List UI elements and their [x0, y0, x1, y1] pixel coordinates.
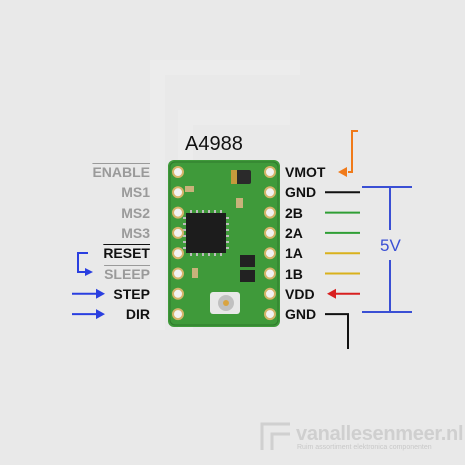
- right-pin-label-vmot: VMOT: [285, 164, 326, 180]
- left-pin-label-reset: RESET: [103, 245, 150, 262]
- chip-leg: [183, 223, 186, 225]
- chip-leg: [190, 253, 192, 256]
- small-cap-left: [192, 268, 198, 278]
- right-pin-label-gnd: GND: [285, 184, 317, 201]
- left-pin-hole: [172, 308, 184, 321]
- chip-leg: [226, 223, 229, 225]
- watermark-brand: vanallesenmeer.nl: [296, 423, 464, 445]
- right-pin-hole: [264, 267, 276, 280]
- left-pin-hole: [172, 186, 184, 199]
- right-pin-hole: [264, 226, 276, 239]
- chip-leg: [214, 253, 216, 256]
- left-pin-hole: [172, 287, 184, 300]
- right-pin-hole: [264, 166, 276, 178]
- left-pin-label-sleep: SLEEP: [104, 265, 150, 282]
- capacitor-band: [231, 170, 237, 184]
- chip-leg: [208, 253, 210, 256]
- chip-leg: [208, 210, 210, 213]
- right-pin-hole: [264, 247, 276, 260]
- left-pin-hole: [172, 247, 184, 260]
- chip-leg: [183, 217, 186, 219]
- left-pin-label-dir: DIR: [125, 306, 150, 323]
- left-pin-hole: [172, 206, 184, 219]
- a4988-chip: [183, 210, 229, 256]
- chip-title: A4988: [185, 133, 243, 155]
- chip-leg: [220, 210, 222, 213]
- left-pin-label-step: STEP: [113, 285, 150, 302]
- right-pin-hole: [264, 287, 276, 300]
- right-pin-label-gnd: GND: [285, 306, 317, 323]
- resistor-mid: [236, 198, 243, 208]
- right-pin-label-2a: 2A: [285, 224, 303, 241]
- wire-vmot: [348, 130, 358, 173]
- chip-leg: [196, 210, 198, 213]
- sense-resistor-2: [240, 270, 255, 282]
- chip-leg: [183, 241, 186, 243]
- sense-resistor-1: [240, 255, 255, 267]
- chip-leg: [226, 247, 229, 249]
- left-pin-hole: [172, 267, 184, 280]
- wire-gnd-motor: [325, 313, 349, 349]
- chip-leg: [202, 253, 204, 256]
- left-pin-label-enable: ENABLE: [92, 164, 150, 180]
- arrow-vdd: [327, 288, 336, 299]
- chip-leg: [183, 247, 186, 249]
- left-pin-hole: [172, 166, 184, 178]
- chip-leg: [226, 241, 229, 243]
- chip-leg: [202, 210, 204, 213]
- resistor-top: [185, 186, 194, 192]
- right-pin-label-2b: 2B: [285, 204, 303, 221]
- right-pin-hole: [264, 308, 276, 321]
- supply-voltage-label: 5V: [380, 236, 401, 255]
- left-pin-label-ms3: MS3: [121, 224, 150, 241]
- chip-leg: [196, 253, 198, 256]
- arrow-step: [96, 288, 105, 299]
- left-pin-label-ms2: MS2: [121, 204, 150, 221]
- right-pin-label-vdd: VDD: [285, 285, 315, 302]
- arrow-dir: [96, 309, 105, 320]
- chip-leg: [183, 235, 186, 237]
- reset-sleep-loop: [77, 252, 93, 276]
- 5v-supply-bracket: [362, 186, 412, 313]
- chip-leg: [220, 253, 222, 256]
- right-pin-hole: [264, 206, 276, 219]
- right-pin-hole: [264, 186, 276, 199]
- chip-leg: [226, 229, 229, 231]
- chip-leg: [226, 235, 229, 237]
- chip-leg: [226, 217, 229, 219]
- right-pin-label-1a: 1A: [285, 245, 303, 262]
- potentiometer: [210, 292, 240, 314]
- chip-leg: [190, 210, 192, 213]
- left-pin-label-ms1: MS1: [121, 184, 150, 201]
- arrow-vmot: [338, 167, 347, 177]
- watermark-tagline: Ruim assortiment elektronica componenten: [297, 444, 432, 451]
- left-pin-hole: [172, 226, 184, 239]
- chip-leg: [183, 229, 186, 231]
- right-pin-label-1b: 1B: [285, 265, 303, 282]
- watermark-logo-icon: [260, 422, 290, 450]
- chip-leg: [214, 210, 216, 213]
